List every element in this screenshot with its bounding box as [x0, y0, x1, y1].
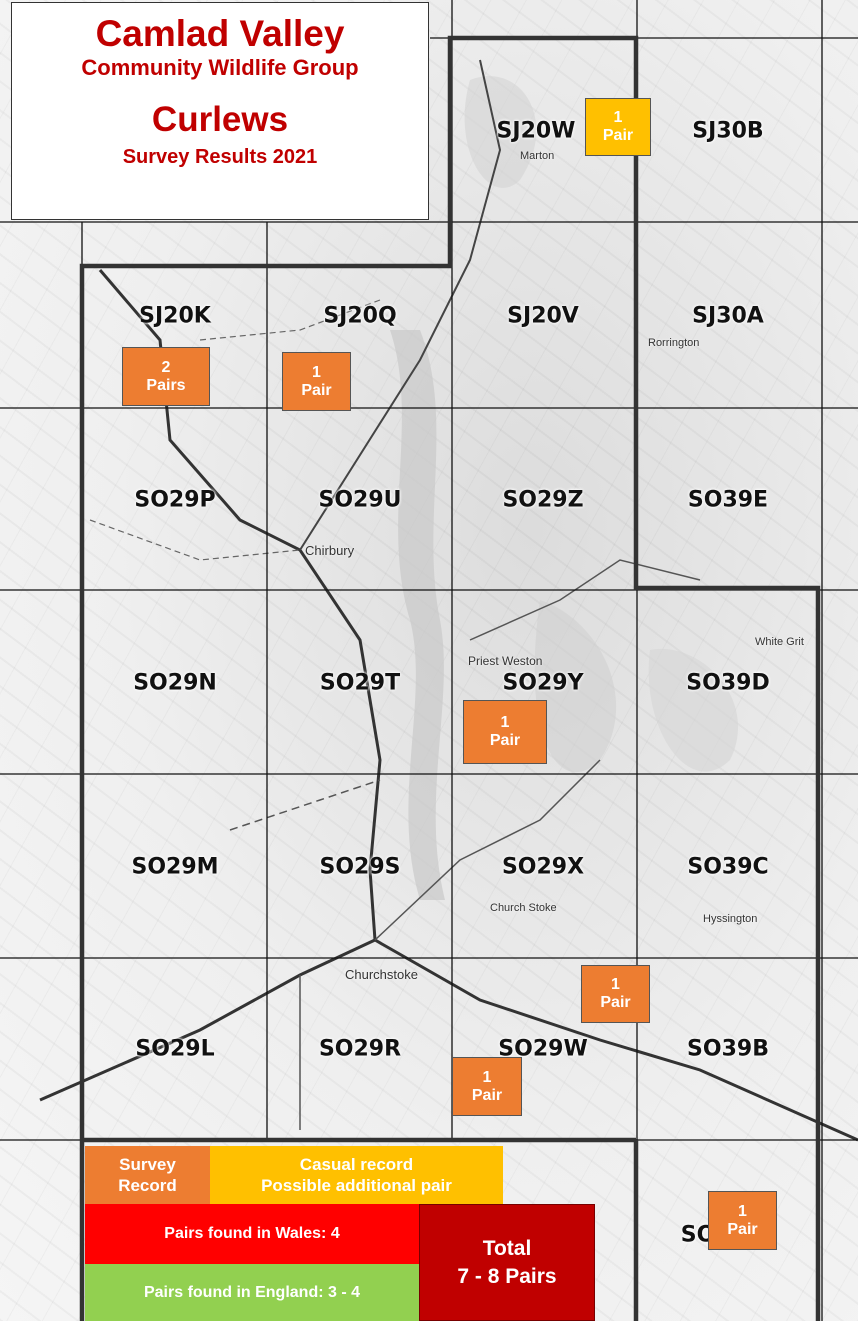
grid-label-so29l: SO29L — [135, 1036, 215, 1062]
legend-wales-count: Pairs found in Wales: 4 — [85, 1204, 419, 1264]
record-marker-so39a[interactable]: 1 Pair — [708, 1191, 777, 1250]
grid-label-sj30b: SJ30B — [692, 118, 764, 144]
grid-label-so39c: SO39C — [687, 854, 769, 880]
record-unit: Pair — [602, 127, 634, 144]
legend-survey-line1: Survey — [119, 1155, 176, 1174]
grid-label-so29x: SO29X — [501, 854, 585, 880]
record-unit: Pair — [600, 994, 631, 1011]
grid-label-so39b: SO39B — [687, 1036, 769, 1062]
grid-label-sj20w: SJ20W — [496, 118, 576, 144]
place-churchstoke: Churchstoke — [345, 967, 418, 982]
place-rorrington: Rorrington — [648, 337, 700, 349]
record-unit: Pairs — [146, 376, 186, 394]
legend-casual-line2: Possible additional pair — [261, 1176, 452, 1195]
place-white-grit: White Grit — [755, 636, 804, 648]
legend-survey-record: Survey Record — [85, 1146, 210, 1204]
grid-label-so39e: SO39E — [687, 487, 769, 513]
record-marker-sj20w[interactable]: 1 Pair — [585, 98, 651, 156]
place-chirbury: Chirbury — [305, 543, 355, 558]
grid-label-so29u: SO29U — [318, 487, 402, 513]
record-count: 1 — [611, 976, 620, 993]
record-count: 2 — [161, 358, 171, 376]
record-marker-sj20q[interactable]: 1 Pair — [282, 352, 351, 411]
grid-label-so29s: SO29S — [319, 854, 401, 880]
record-marker-sj20k[interactable]: 2 Pairs — [122, 347, 210, 406]
grid-label-sj20k: SJ20K — [139, 303, 211, 329]
record-count: 1 — [312, 363, 321, 381]
title-box: Camlad Valley Community Wildlife Group C… — [11, 2, 429, 220]
survey-subtitle: Survey Results 2021 — [122, 146, 318, 168]
place-priest-weston: Priest Weston — [468, 654, 543, 668]
total-line2: 7 - 8 Pairs — [457, 1264, 557, 1288]
record-count: 1 — [500, 714, 510, 731]
record-marker-so29w[interactable]: 1 Pair — [452, 1057, 522, 1116]
england-count-text: Pairs found in England: 3 - 4 — [143, 1283, 360, 1301]
record-marker-so29y[interactable]: 1 Pair — [463, 700, 547, 764]
record-unit: Pair — [489, 732, 521, 749]
wales-count-text: Pairs found in Wales: 4 — [164, 1225, 340, 1242]
grid-label-sj20v: SJ20V — [507, 303, 579, 329]
record-unit: Pair — [727, 1220, 758, 1238]
grid-label-so29n: SO29N — [133, 670, 217, 696]
map-title: Camlad Valley — [95, 13, 345, 54]
record-unit: Pair — [301, 381, 332, 399]
legend-casual-record: Casual record Possible additional pair — [210, 1146, 503, 1204]
grid-label-so29m: SO29M — [131, 854, 219, 880]
grid-label-so29t: SO29T — [319, 670, 401, 696]
place-hyssington: Hyssington — [703, 913, 758, 925]
place-church-stoke: Church Stoke — [490, 902, 557, 914]
place-marton: Marton — [520, 150, 555, 162]
grid-label-so29p: SO29P — [134, 487, 216, 513]
record-count: 1 — [613, 109, 623, 126]
legend-casual-line1: Casual record — [299, 1155, 414, 1174]
legend-total-count: Total 7 - 8 Pairs — [419, 1204, 595, 1321]
group-name: Community Wildlife Group — [81, 55, 359, 80]
species-title: Curlews — [151, 100, 289, 139]
record-count: 1 — [738, 1202, 747, 1220]
grid-label-sj20q: SJ20Q — [323, 303, 397, 329]
record-unit: Pair — [471, 1086, 503, 1104]
grid-label-so39d: SO39D — [686, 670, 770, 696]
total-line1: Total — [482, 1236, 532, 1260]
grid-label-so29y: SO29Y — [502, 670, 584, 696]
grid-label-sj30a: SJ30A — [692, 303, 764, 329]
legend-england-count: Pairs found in England: 3 - 4 — [85, 1264, 419, 1321]
record-marker-so29x[interactable]: 1 Pair — [581, 965, 650, 1023]
record-count: 1 — [482, 1068, 492, 1086]
grid-label-so29r: SO29R — [318, 1036, 402, 1062]
legend-survey-line2: Record — [118, 1176, 177, 1195]
grid-label-so29z: SO29Z — [502, 487, 584, 513]
